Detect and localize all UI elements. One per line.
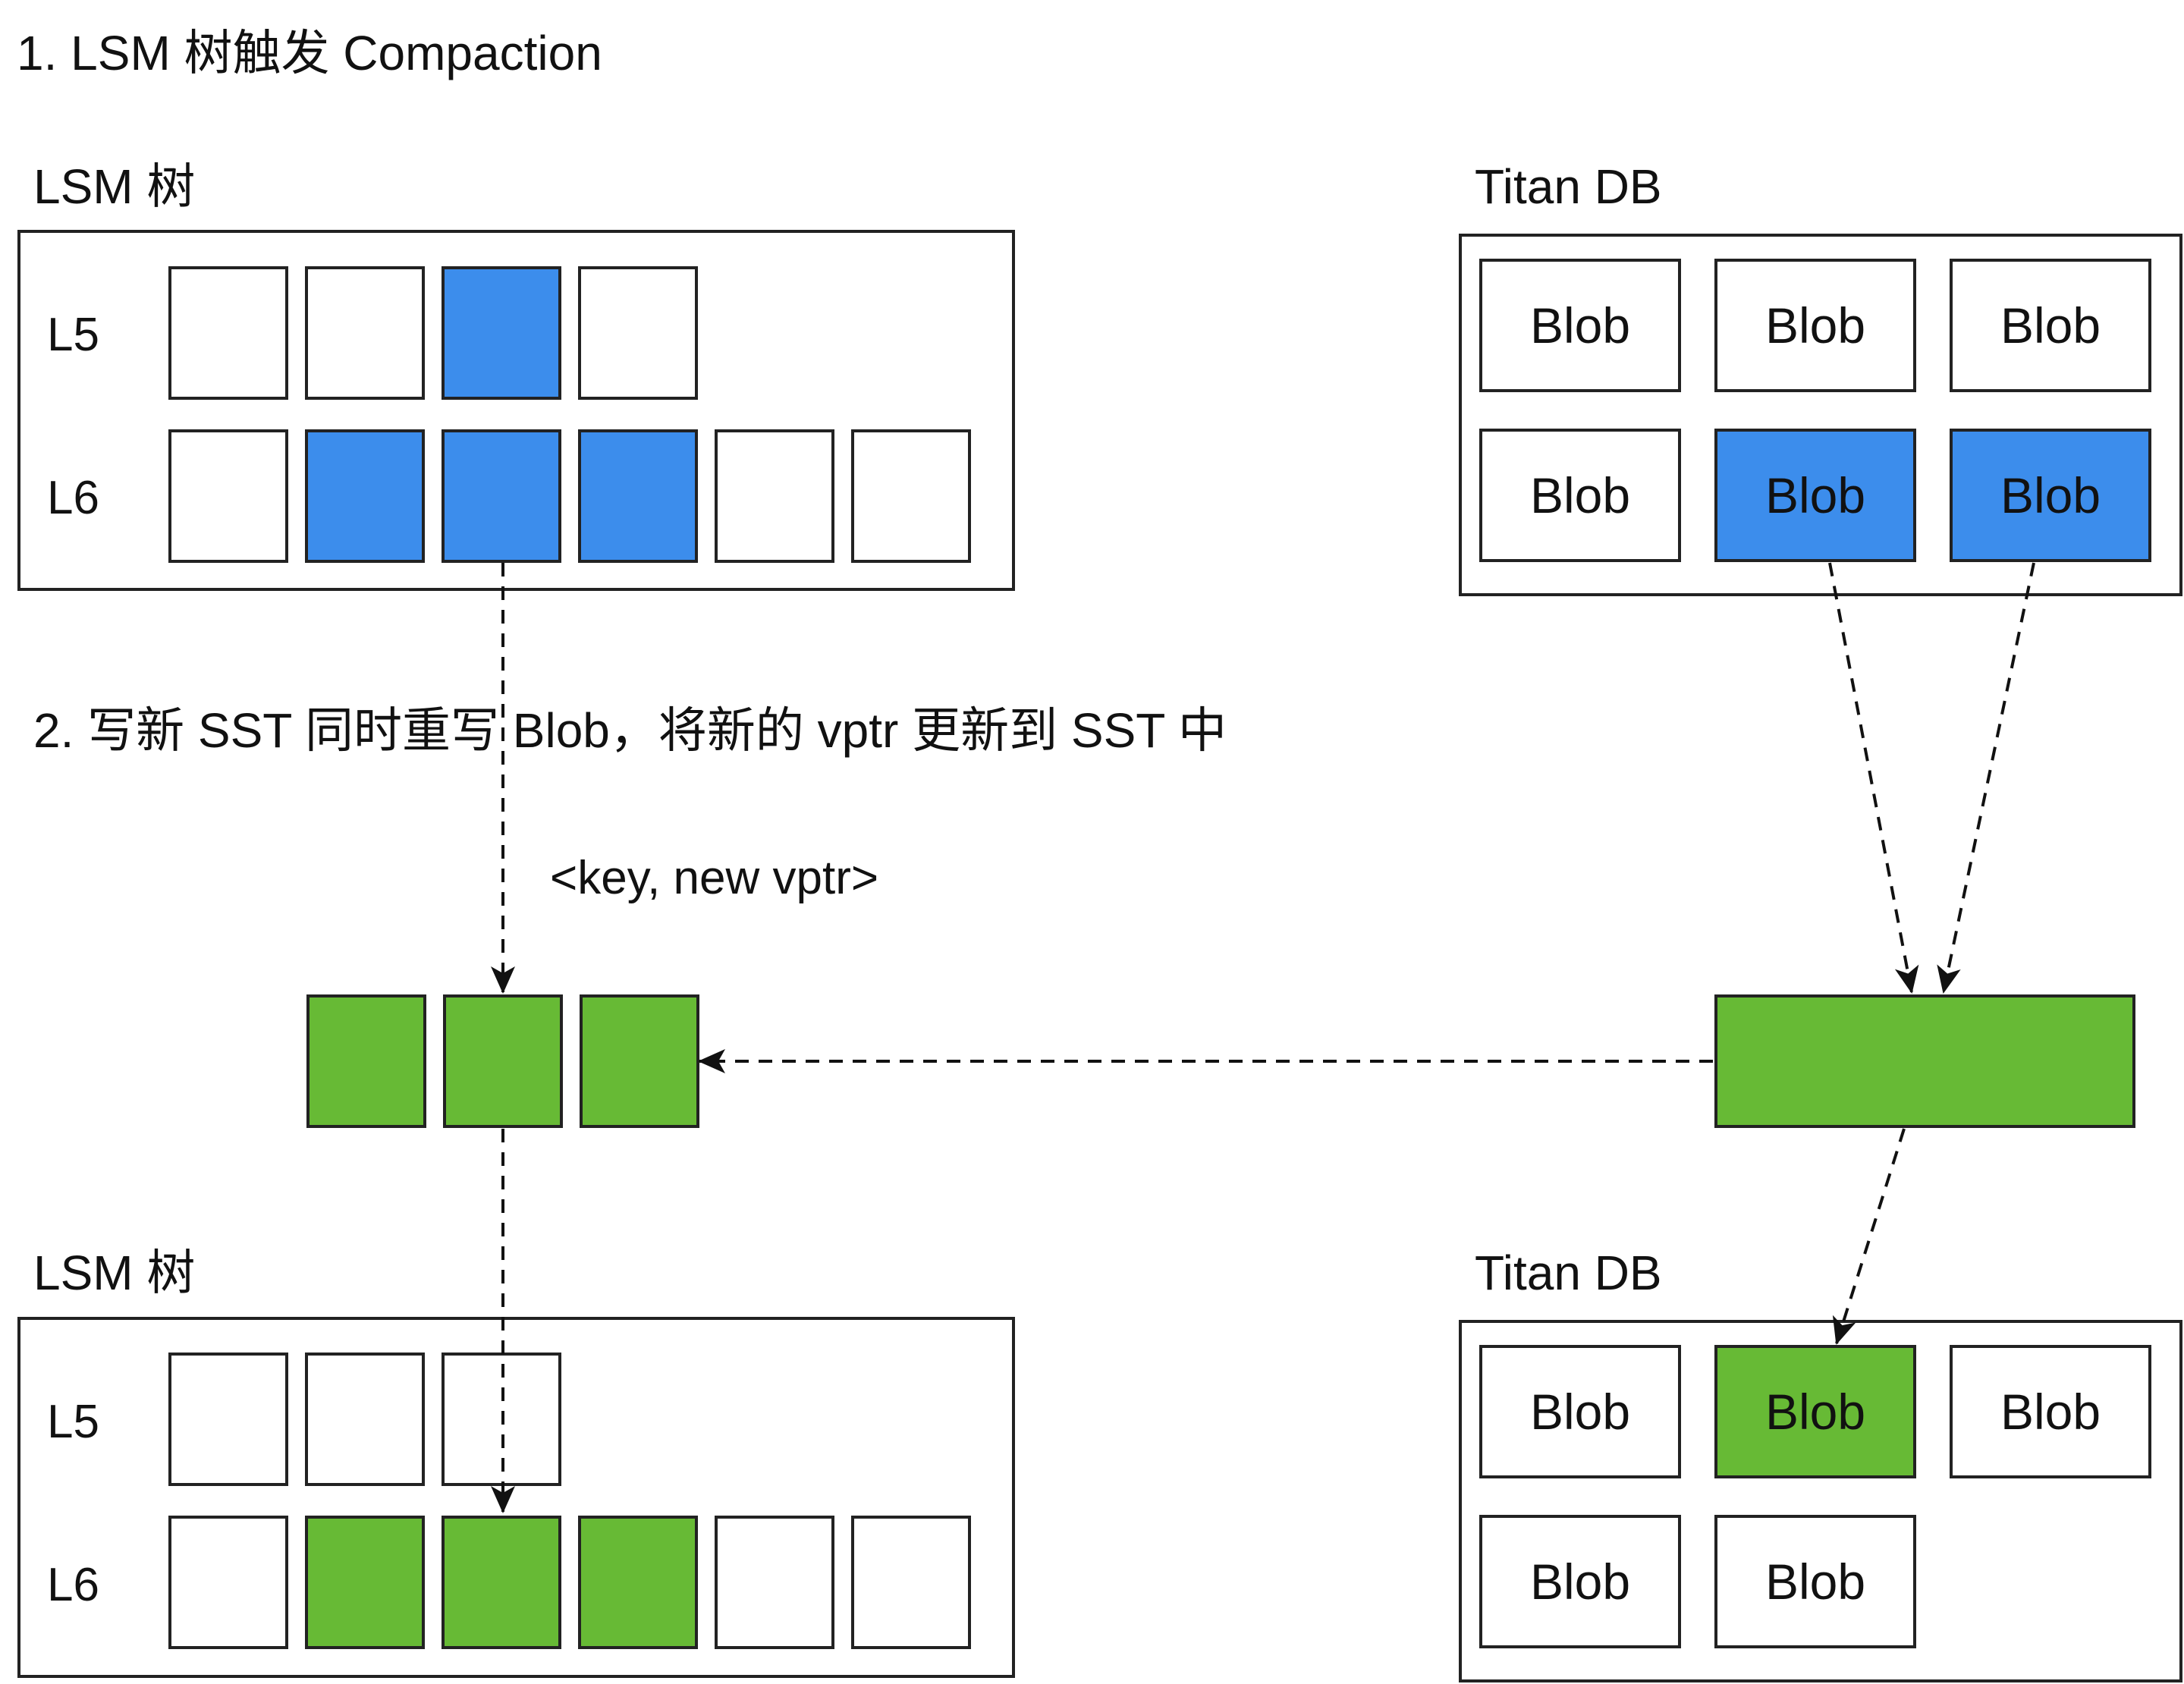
titan-top-blob-label-r2c2: Blob <box>1765 467 1865 523</box>
titan-top-blob-label-r1c1: Blob <box>1530 297 1630 353</box>
titan-top-blob-r2c3 <box>1950 429 2151 562</box>
titan-top-blob-r2c2 <box>1714 429 1916 562</box>
arrows <box>491 562 2035 1513</box>
titan-bottom-blob-r1c3 <box>1950 1345 2151 1478</box>
titan-top-blob-r1c3 <box>1950 259 2151 392</box>
lsm-top-title: LSM 树 <box>33 159 195 214</box>
arrow-blob-a-to-merged-blob <box>1828 562 1919 994</box>
lsm-top-l5-sst-3 <box>442 266 561 400</box>
lsm-top-l6-sst-6 <box>851 429 971 563</box>
titan-bottom-blob-label-r1c3: Blob <box>2000 1384 2101 1440</box>
new-sst-2 <box>443 994 563 1128</box>
titan-top-blob-r2c1 <box>1479 429 1681 562</box>
titan-bottom-title: Titan DB <box>1475 1246 1662 1300</box>
new-sst-files <box>306 994 699 1128</box>
lsm-bottom-l6-sst-5 <box>715 1516 834 1649</box>
lsm-tree-top: LSM 树 L5 L6 <box>17 159 1015 591</box>
lsm-top-l6-sst-1 <box>168 429 288 563</box>
lsm-bottom-title: LSM 树 <box>33 1246 195 1300</box>
titan-top-blob-label-r2c1: Blob <box>1530 467 1630 523</box>
lsm-tree-bottom: LSM 树 L5 L6 <box>17 1246 1015 1678</box>
titan-top-blob-label-r2c3: Blob <box>2000 467 2101 523</box>
new-sst-3 <box>580 994 699 1128</box>
titan-top-blob-r1c1 <box>1479 259 1681 392</box>
step-1-caption: 1. LSM 树触发 Compaction <box>17 26 602 80</box>
lsm-bottom-l5-sst-2 <box>305 1353 425 1486</box>
lsm-bottom-l6-sst-2 <box>305 1516 425 1649</box>
lsm-top-l6-sst-5 <box>715 429 834 563</box>
lsm-top-l6-sst-3 <box>442 429 561 563</box>
lsm-top-l6-sst-4 <box>578 429 698 563</box>
lsm-bottom-l6-sst-4 <box>578 1516 698 1649</box>
titan-bottom-blob-r2c1 <box>1479 1515 1681 1648</box>
lsm-top-l6-sst-2 <box>305 429 425 563</box>
titan-bottom-blob-r1c1 <box>1479 1345 1681 1478</box>
new-blob-file <box>1714 994 2135 1128</box>
titan-bottom-blob-label-r1c1: Blob <box>1530 1384 1630 1440</box>
lsm-top-l5-sst-2 <box>305 266 425 400</box>
titan-top-blob-label-r1c3: Blob <box>2000 297 2101 353</box>
titan-bottom-blob-r1c2 <box>1714 1345 1916 1478</box>
lsm-top-l5-sst-4 <box>578 266 698 400</box>
lsm-top-level-l6: L6 <box>47 472 99 524</box>
edge-label-key-vptr: <key, new vptr> <box>550 852 878 904</box>
lsm-bottom-l6-sst-6 <box>851 1516 971 1649</box>
titan-bottom-blob-label-r2c1: Blob <box>1530 1554 1630 1610</box>
titan-top-blob-label-r1c2: Blob <box>1765 297 1865 353</box>
titan-top-title: Titan DB <box>1475 159 1662 214</box>
lsm-bottom-level-l5: L5 <box>47 1396 99 1448</box>
step-2-caption: 2. 写新 SST 同时重写 Blob，将新的 vptr 更新到 SST 中 <box>33 703 1227 758</box>
lsm-bottom-level-l6: L6 <box>47 1559 99 1611</box>
titan-bottom-blob-r2c2 <box>1714 1515 1916 1648</box>
lsm-bottom-l6-sst-1 <box>168 1516 288 1649</box>
lsm-top-l5-sst-1 <box>168 266 288 400</box>
new-sst-1 <box>306 994 426 1128</box>
lsm-top-level-l5: L5 <box>47 309 99 361</box>
titan-bottom-blob-label-r2c2: Blob <box>1765 1554 1865 1610</box>
arrow-blob-b-to-merged-blob <box>1937 562 2035 994</box>
lsm-top-cells <box>168 266 971 563</box>
titan-bottom-blob-label-r1c2: Blob <box>1765 1384 1865 1440</box>
lsm-bottom-cells <box>168 1353 971 1649</box>
lsm-bottom-l5-sst-1 <box>168 1353 288 1486</box>
lsm-bottom-l6-sst-3 <box>442 1516 561 1649</box>
arrow-merged-blob-to-titan <box>1832 1128 1906 1345</box>
titan-top-blob-r1c2 <box>1714 259 1916 392</box>
